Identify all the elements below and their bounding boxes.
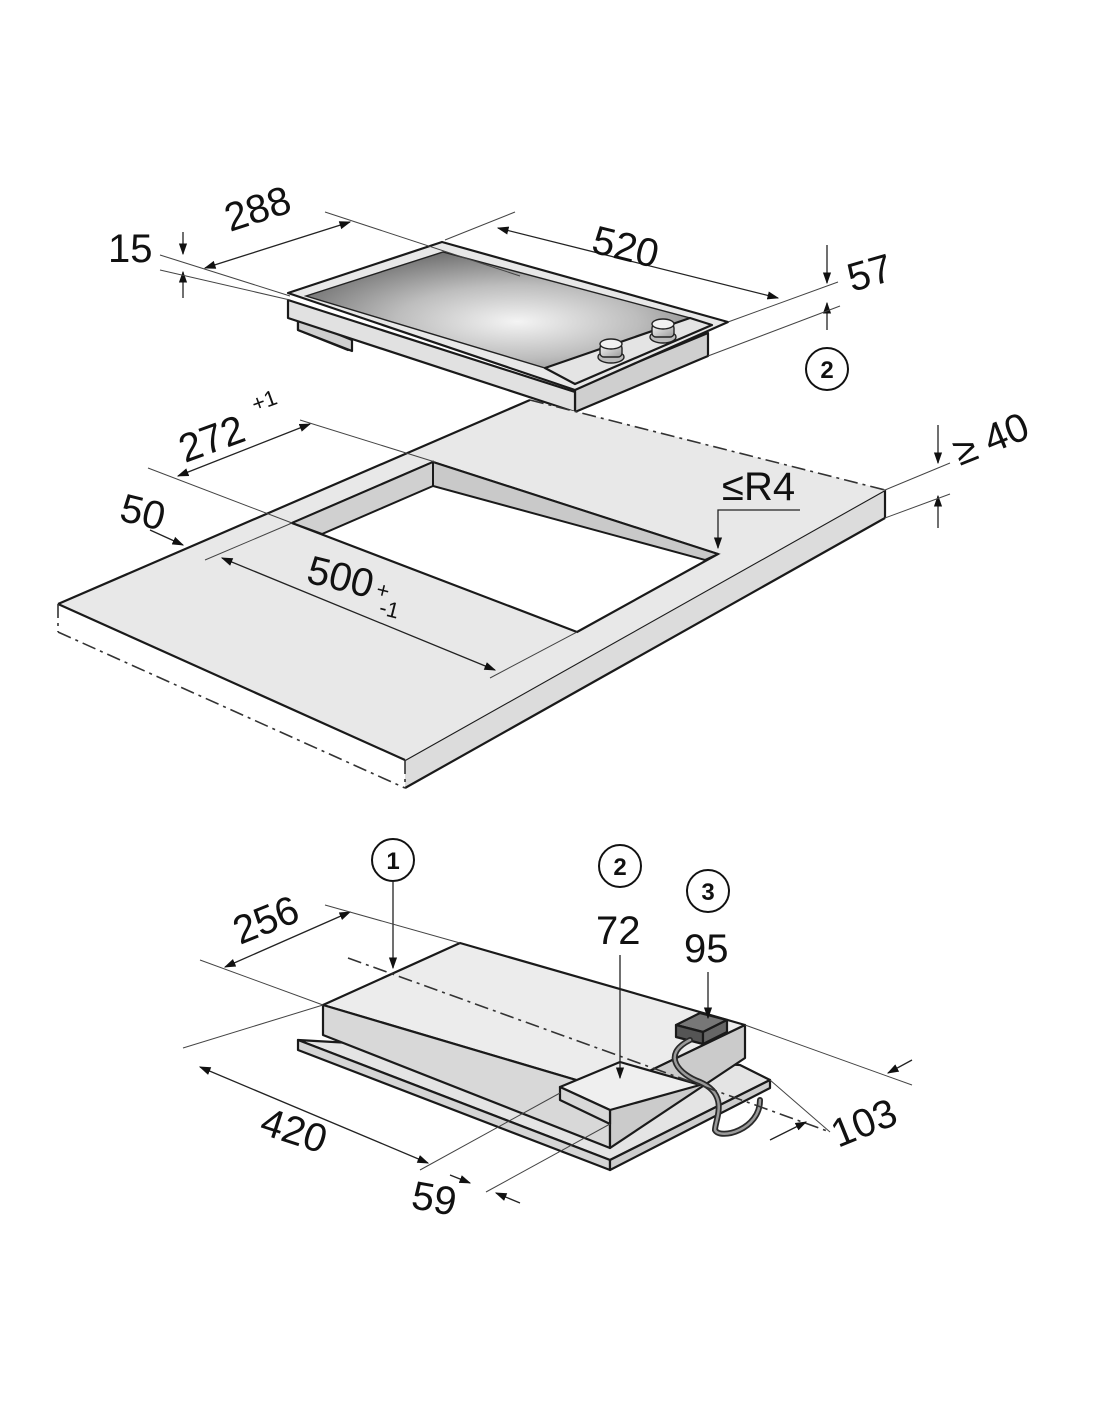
dim-103: 103 — [825, 1091, 903, 1157]
svg-text:2: 2 — [820, 357, 833, 384]
dim-500-tol-upper: + — [374, 577, 393, 604]
control-knob-right[interactable] — [649, 318, 677, 344]
svg-text:2: 2 — [613, 854, 626, 881]
control-knob-left[interactable] — [597, 338, 625, 364]
dim-59: 59 — [408, 1174, 459, 1225]
dim-288: 288 — [219, 178, 296, 240]
callout-2-bottom: 2 72 — [596, 844, 642, 1080]
worktop — [57, 398, 887, 789]
dim-50: 50 — [116, 486, 170, 539]
callout-1: 1 — [371, 838, 415, 970]
top-appliance — [286, 240, 730, 414]
dim-420: 420 — [255, 1100, 332, 1162]
dim-272: 272 — [173, 407, 251, 471]
worktop-front-face — [405, 490, 885, 788]
radius-label: ≤R4 — [722, 465, 795, 509]
dim-256: 256 — [227, 888, 305, 954]
svg-text:1: 1 — [386, 848, 399, 875]
dim-520: 520 — [588, 218, 663, 277]
dim-15: 15 — [108, 227, 153, 271]
callout-3: 3 95 — [684, 869, 730, 1020]
dim-57: 57 — [842, 246, 897, 301]
dim-272-tol: +1 — [248, 385, 280, 417]
dim-40: ≥ 40 — [947, 404, 1035, 474]
callout-2-top: 2 — [805, 347, 849, 391]
bottom-appliance — [296, 941, 831, 1172]
svg-text:3: 3 — [701, 879, 714, 906]
connector-block — [674, 1011, 729, 1046]
dim-95: 95 — [684, 927, 729, 971]
dim-72: 72 — [596, 909, 641, 953]
